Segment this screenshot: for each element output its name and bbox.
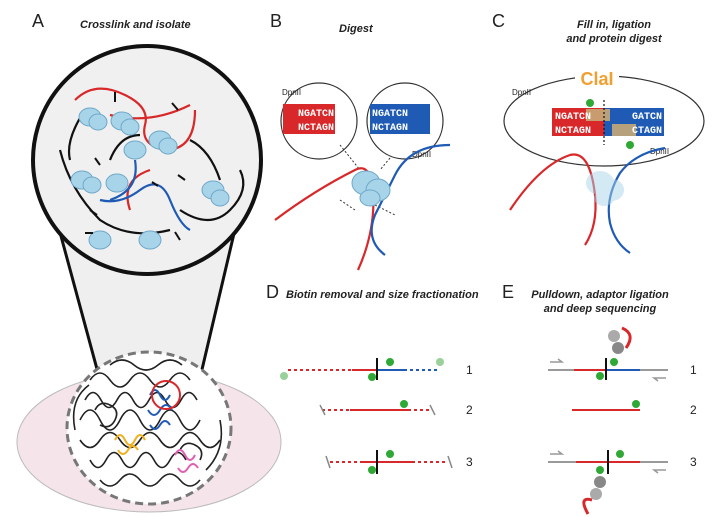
- pink-territory: [174, 449, 199, 473]
- panel-c-seq-left-bottom: NCTAGN: [555, 126, 591, 137]
- zoom-circle: [31, 44, 263, 276]
- panel-c-enzyme-right: DpnII: [650, 147, 669, 156]
- zoom-proteins: [70, 107, 230, 250]
- panel-c-red-strand: [509, 153, 597, 246]
- panel-b-enzyme-left: DpnII: [282, 88, 301, 97]
- panel-b-protein: [351, 170, 391, 207]
- panel-b-title: Digest: [339, 23, 374, 35]
- panel-d-row-3: [325, 450, 453, 474]
- yellow-territory: [114, 434, 146, 455]
- panel-d-row-2-label: 2: [466, 403, 473, 417]
- panel-b-seq-left-bottom: NCTAGN: [298, 123, 334, 134]
- panel-e-letter: E: [502, 282, 514, 302]
- panel-b-enzyme-right: DpnII: [412, 150, 431, 159]
- chromatin: [72, 359, 223, 487]
- red-territory: [151, 380, 181, 410]
- panel-d-title: Biotin removal and size fractionation: [286, 289, 479, 301]
- panel-c-seq-right-top: GATCN: [632, 112, 662, 123]
- panel-d-row-1: [280, 358, 444, 381]
- panel-e-row-2: [572, 400, 640, 411]
- nucleus: [65, 350, 233, 506]
- panel-e-row-1: [548, 326, 668, 382]
- panel-b-seq-right-top: NGATCN: [372, 109, 408, 120]
- panel-d-row-1-label: 1: [466, 363, 473, 377]
- panel-c-title-line2: and protein digest: [566, 33, 663, 45]
- panel-c-biotin-top: [586, 99, 594, 107]
- zoom-line-right: [194, 224, 238, 396]
- panel-c-clai-bg: [575, 68, 619, 90]
- panel-b-seq-left-top: NGATCN: [298, 109, 334, 120]
- panel-e-row-1-label: 1: [690, 363, 697, 377]
- panel-d-row-3-label: 3: [466, 455, 473, 469]
- panel-e-row-2-label: 2: [690, 403, 697, 417]
- panel-c-fill-in-bottom: [612, 124, 636, 136]
- panel-c-enzyme-left: DpnII: [512, 88, 531, 97]
- panel-b-letter: B: [270, 11, 282, 31]
- panel-c-letter: C: [492, 11, 505, 31]
- panel-e-row-3-label: 3: [690, 455, 697, 469]
- panel-b-seq-right-bottom: NCTAGN: [372, 123, 408, 134]
- panel-b-blue-dsdna: [370, 104, 430, 134]
- panel-c-faded-protein: [586, 171, 624, 206]
- panel-c-biotin-bottom: [626, 141, 634, 149]
- panel-b-guide-lines: [339, 144, 396, 216]
- zoom-cone: [58, 225, 236, 395]
- panel-d-row-2: [319, 400, 436, 416]
- panel-e-title-line2: and deep sequencing: [544, 303, 657, 315]
- zoom-line-left: [56, 224, 106, 396]
- panel-d-letter: D: [266, 282, 279, 302]
- panel-e-row-3: [548, 450, 668, 515]
- panel-c-seq-right-bottom: CTAGN: [632, 126, 662, 137]
- panel-a-letter: A: [32, 11, 44, 31]
- zoom-restriction-sites: [85, 92, 186, 241]
- panel-c-clai-label: ClaI: [580, 69, 613, 89]
- panel-c-title-line1: Fill in, ligation: [577, 19, 651, 31]
- panel-a-title: Crosslink and isolate: [80, 19, 191, 31]
- panel-c-seq-left-top: NGATCN: [555, 112, 591, 123]
- panel-e-title-line1: Pulldown, adaptor ligation: [531, 289, 669, 301]
- panel-b-red-dsdna: [283, 104, 335, 134]
